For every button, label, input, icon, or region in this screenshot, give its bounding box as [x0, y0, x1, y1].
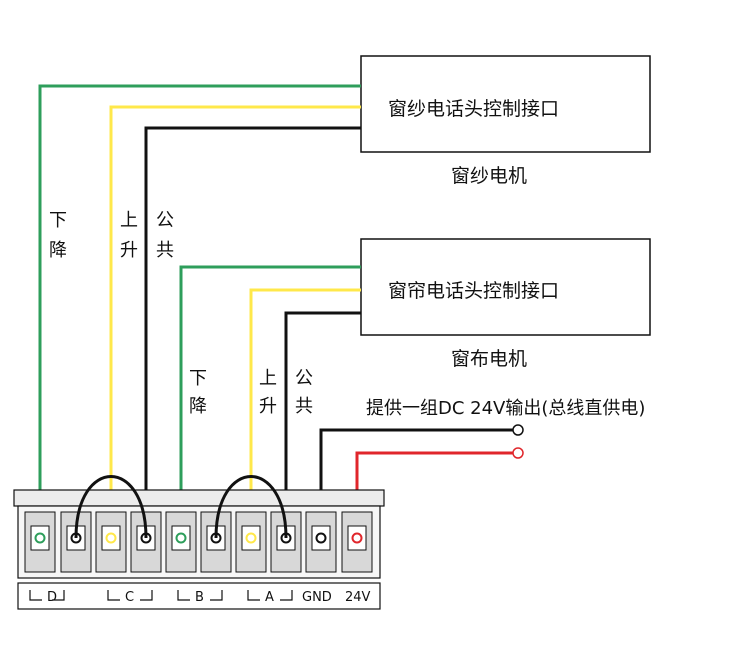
terminal-screw — [105, 532, 117, 544]
terminal-screw — [315, 532, 327, 544]
curtain-common-wire — [284, 311, 361, 538]
power-output-note: 提供一组DC 24V输出(总线直供电) — [366, 398, 645, 419]
screen-common-label-1: 公 — [156, 210, 174, 231]
screen-up-label-2: 升 — [120, 240, 138, 261]
screen-common-label-2: 共 — [156, 240, 174, 261]
terminal-screw — [175, 532, 187, 544]
screen-jumper-wire — [74, 475, 148, 539]
terminal-block-label-strip — [17, 582, 381, 610]
screen-motor-label: 窗纱电机 — [451, 165, 527, 187]
curtain-up-label-2: 升 — [259, 396, 277, 417]
v24-output-end — [512, 447, 524, 459]
terminal-screw — [351, 532, 363, 544]
screen-down-label-2: 降 — [49, 240, 67, 261]
curtain-down-label-1: 下 — [189, 368, 207, 389]
screen-control-box — [360, 55, 651, 153]
terminal-block-top — [13, 489, 385, 507]
screen-control-label: 窗纱电话头控制接口 — [388, 98, 559, 120]
terminal-screw — [245, 532, 257, 544]
curtain-down-label-2: 降 — [189, 396, 207, 417]
terminal-bracket-d — [29, 590, 65, 601]
curtain-common-label-2: 共 — [295, 396, 313, 417]
screen-down-label-1: 下 — [49, 210, 67, 231]
curtain-jumper-wire — [214, 475, 288, 539]
terminal-label-gnd: GND — [302, 590, 332, 605]
terminal-bracket-b — [177, 590, 223, 601]
screen-up-label-1: 上 — [120, 210, 138, 231]
terminal-label-24v: 24V — [345, 590, 371, 605]
screen-down-wire — [38, 84, 361, 538]
curtain-control-box — [360, 238, 651, 336]
terminal-bracket-c — [107, 590, 153, 601]
screen-up-wire — [109, 105, 361, 538]
curtain-down-wire — [179, 265, 361, 538]
terminal-label-a: A — [265, 590, 274, 605]
curtain-motor-label: 窗布电机 — [451, 348, 527, 370]
terminal-label-b: B — [195, 590, 204, 605]
curtain-control-label: 窗帘电话头控制接口 — [388, 280, 559, 302]
terminal-screw — [34, 532, 46, 544]
gnd-output-end — [512, 424, 524, 436]
terminal-bracket-a — [247, 590, 293, 601]
curtain-up-label-1: 上 — [259, 368, 277, 389]
screen-common-wire — [144, 126, 361, 538]
terminal-label-c: C — [125, 590, 134, 605]
curtain-up-wire — [249, 288, 361, 538]
terminal-label-d: D — [47, 590, 57, 605]
curtain-common-label-1: 公 — [295, 368, 313, 389]
